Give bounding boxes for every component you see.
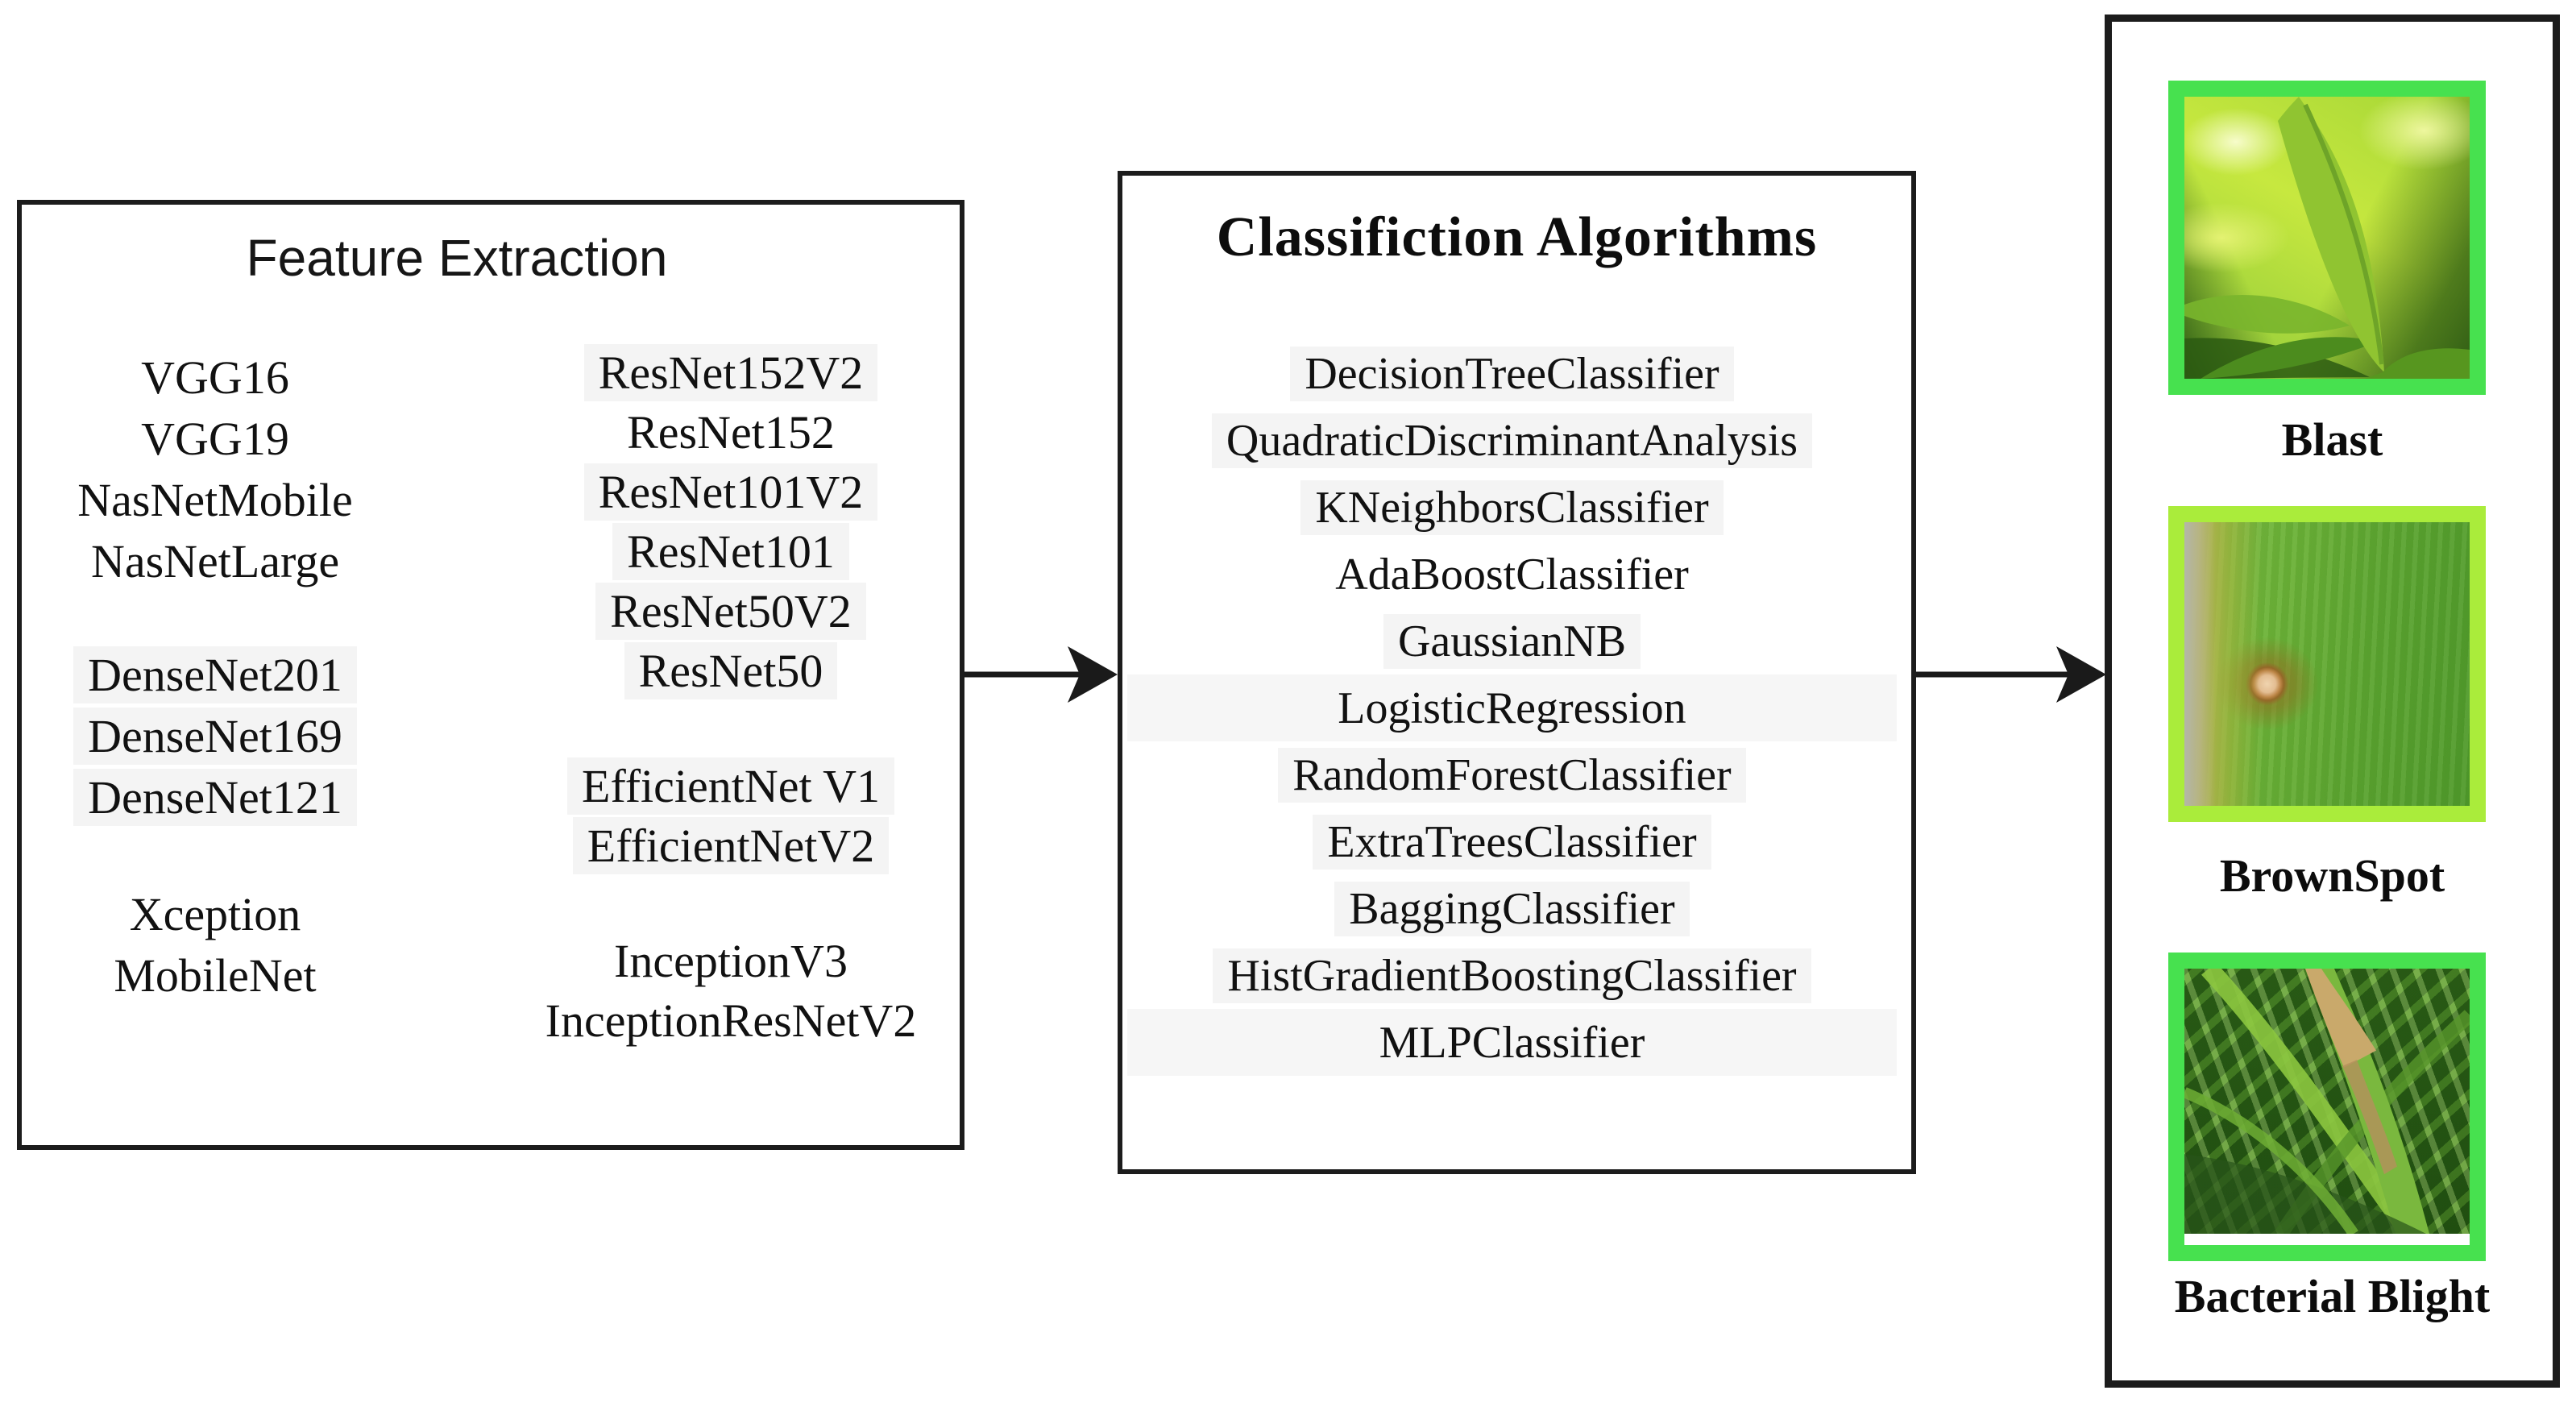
spacer	[22, 591, 409, 644]
model-name: NasNetLarge	[90, 534, 340, 587]
model-name: InceptionResNetV2	[545, 994, 917, 1047]
grass-blades-icon	[2184, 969, 2470, 1234]
classifier-name: GaussianNB	[1127, 608, 1897, 674]
classifier-name: ExtraTreesClassifier	[1127, 808, 1897, 875]
classification-algorithms-title: Classifiction Algorithms	[1216, 206, 1818, 268]
arrow-classification-to-output-icon	[1916, 646, 2106, 703]
feature-models-left-column: VGG16 VGG19 NasNetMobile NasNetLarge Den…	[22, 347, 409, 1006]
model-name: ResNet101	[505, 521, 956, 581]
model-name: ResNet101V2	[505, 462, 956, 521]
model-name: Xception	[129, 887, 301, 940]
classification-algorithms-box: Classifiction Algorithms DecisionTreeCla…	[1118, 171, 1916, 1174]
blast-leaf-photo	[2184, 97, 2470, 379]
model-name: MobileNet	[114, 948, 317, 1002]
feature-extraction-title: Feature Extraction	[246, 229, 668, 287]
leaf-shapes-icon	[2184, 97, 2470, 379]
model-name: ResNet152V2	[505, 342, 956, 402]
classifier-name: MLPClassifier	[1127, 1009, 1897, 1076]
brownspot-image	[2168, 506, 2486, 822]
model-name: DenseNet201	[22, 644, 409, 705]
model-name: ResNet50	[505, 641, 956, 700]
bacterial-blight-label: Bacterial Blight	[2174, 1270, 2491, 1322]
brownspot-leaf-photo	[2184, 522, 2470, 806]
model-name: ResNet50V2	[505, 581, 956, 641]
spacer	[505, 700, 956, 756]
feature-extraction-box: Feature Extraction VGG16 VGG19 NasNetMob…	[17, 200, 964, 1150]
classifier-name: BaggingClassifier	[1127, 875, 1897, 942]
spacer	[505, 875, 956, 931]
classifier-name: RandomForestClassifier	[1127, 741, 1897, 808]
model-name: DenseNet121	[22, 766, 409, 828]
classifier-name: QuadraticDiscriminantAnalysis	[1127, 407, 1897, 474]
classifier-list: DecisionTreeClassifier QuadraticDiscrimi…	[1127, 340, 1897, 1076]
model-name: VGG19	[141, 412, 289, 465]
feature-models-right-column: ResNet152V2 ResNet152 ResNet101V2 ResNet…	[505, 342, 956, 1050]
spacer	[22, 828, 409, 883]
output-classes-box: Blast BrownSpot	[2105, 15, 2560, 1388]
bacterial-blight-image	[2168, 953, 2486, 1261]
classifier-name: AdaBoostClassifier	[1335, 549, 1689, 600]
blast-image	[2168, 81, 2486, 395]
brownspot-label: BrownSpot	[2219, 849, 2445, 902]
blast-label: Blast	[2281, 413, 2383, 466]
model-name: NasNetMobile	[77, 473, 353, 526]
model-name: VGG16	[141, 351, 289, 404]
classifier-name: KNeighborsClassifier	[1127, 474, 1897, 541]
arrow-feature-to-classification-icon	[964, 646, 1118, 703]
model-name: EfficientNetV2	[505, 816, 956, 875]
classifier-name: DecisionTreeClassifier	[1127, 340, 1897, 407]
classifier-name: LogisticRegression	[1127, 674, 1897, 741]
bacterial-blight-leaf-photo	[2184, 969, 2470, 1234]
classifier-name: HistGradientBoostingClassifier	[1127, 942, 1897, 1009]
model-name: ResNet152	[627, 405, 835, 459]
model-name: DenseNet169	[22, 705, 409, 766]
model-name: EfficientNet V1	[505, 756, 956, 816]
model-name: InceptionV3	[614, 934, 848, 987]
